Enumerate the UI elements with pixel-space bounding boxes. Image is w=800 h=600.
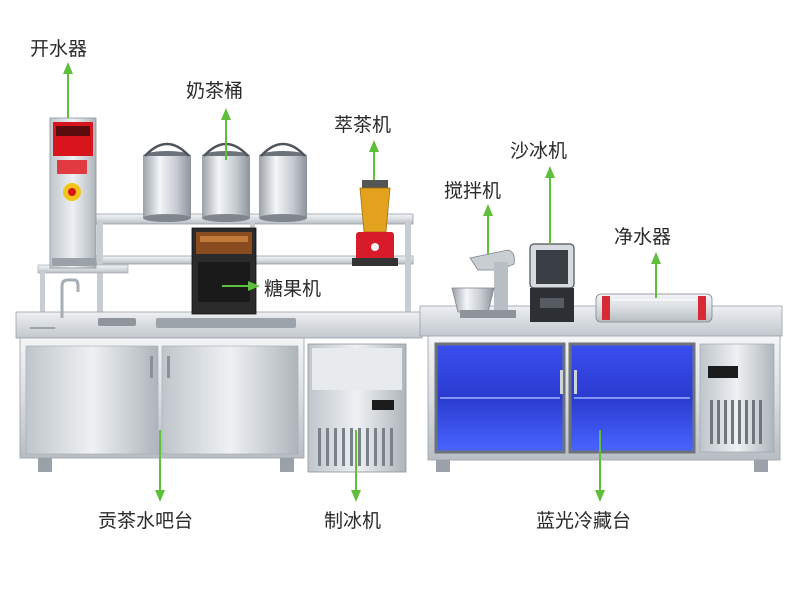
tea-bar-counter: ═══════ [15,213,423,472]
fructose-machine [191,227,257,315]
milk-tea-bucket [202,142,250,222]
water-purifier [595,293,713,323]
pointer-arrows [63,62,661,502]
label-ice-maker: 制冰机 [324,510,382,532]
label-mixer: 搅拌机 [444,180,502,202]
arrow-up-icon [545,166,555,244]
arrow-down-icon [155,430,165,502]
label-water-boiler: 开水器 [30,38,88,60]
label-fructose-machine: 糖果机 [264,278,322,300]
label-tea-bar-counter: 贡茶水吧台 [98,510,194,532]
milk-tea-buckets [143,142,307,222]
label-smoothie-machine: 沙冰机 [510,140,568,162]
label-milk-tea-bucket: 奶茶桶 [186,80,244,102]
label-blue-light-fridge-counter: 蓝光冷藏台 [536,510,632,532]
label-tea-extractor: 萃茶机 [334,114,392,136]
water-boiler [49,117,97,269]
label-water-purifier: 净水器 [614,226,672,248]
arrow-up-icon [483,204,493,254]
arrow-down-icon [351,430,361,502]
arrow-up-icon [651,252,661,298]
svg-text:═══════: ═══════ [29,325,56,332]
tea-extractor [352,180,398,266]
ice-maker-vent [318,428,393,466]
arrow-down-icon [595,430,605,502]
arrow-up-icon [63,62,73,118]
vent-grille [710,400,762,444]
milk-tea-bucket [259,142,307,222]
smoothie-machine [529,243,575,322]
arrow-right-icon [222,281,260,291]
milk-tea-bucket [143,142,191,222]
stand-mixer [451,249,516,318]
arrow-up-icon [221,108,231,160]
arrow-up-icon [369,140,379,180]
